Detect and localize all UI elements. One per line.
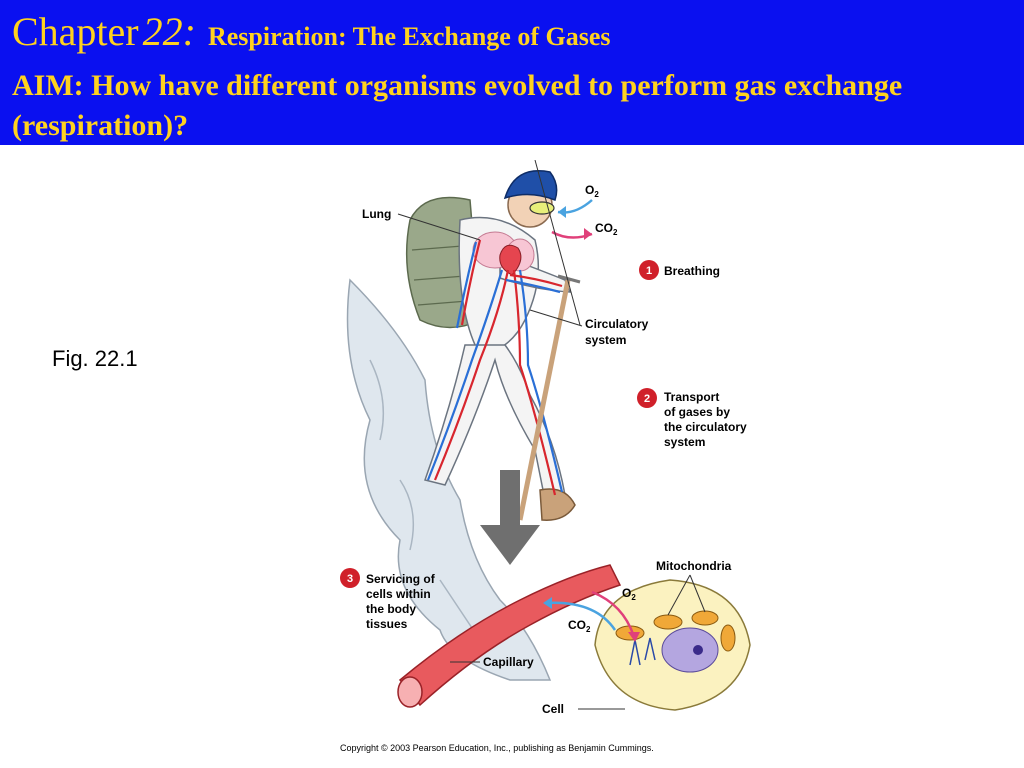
step-3-badge (340, 568, 360, 588)
breathing-label: Breathing (664, 264, 720, 278)
capillary-vessel (398, 564, 622, 707)
rock-cliff (346, 278, 552, 681)
servicing-label-3: the body (366, 602, 416, 616)
co2-top-label: CO2 (595, 221, 618, 237)
cell-nucleus (661, 627, 719, 673)
step-1-badge (639, 260, 659, 280)
step-1-number: 1 (646, 265, 652, 277)
mitochondrion-2 (653, 614, 683, 630)
figure-caption: Fig. 22.1 (52, 346, 138, 371)
step-3-number: 3 (347, 573, 353, 585)
climber-boot (539, 488, 576, 521)
o2-top-label: O2 (585, 183, 599, 199)
servicing-label-1: Servicing of (366, 572, 436, 586)
slide-header: Chapter 22: Respiration: The Exchange of… (0, 0, 1024, 145)
servicing-label-4: tissues (366, 617, 408, 631)
mitochondrion-4 (720, 624, 736, 652)
circulatory-label-2: system (585, 333, 626, 347)
co2-cell-label: CO2 (568, 618, 591, 634)
down-arrow (480, 470, 540, 565)
climber-glasses (529, 201, 555, 215)
co2-cell-arrow (544, 601, 617, 631)
step-2-number: 2 (644, 393, 650, 405)
chapter-subtitle: Respiration: The Exchange of Gases (207, 22, 611, 51)
aim-statement: AIM: How have different organisms evolve… (12, 69, 903, 142)
transport-label-1: Transport (664, 390, 719, 404)
chapter-word: Chapter (12, 9, 139, 54)
slide-title: Chapter 22: Respiration: The Exchange of… (12, 8, 610, 55)
heart-shape (499, 244, 522, 276)
transport-label-3: the circulatory (664, 420, 747, 434)
transport-label-2: of gases by (664, 405, 730, 419)
copyright-notice: Copyright © 2003 Pearson Education, Inc.… (340, 743, 654, 753)
servicing-label-2: cells within (366, 587, 431, 601)
circulatory-label-1: Circulatory (585, 317, 649, 331)
step-2-badge (637, 388, 657, 408)
chapter-number: 22: (142, 9, 196, 54)
mitochondrion-3 (691, 610, 719, 626)
blood-vessels (426, 239, 564, 496)
o2-cell-label: O2 (622, 586, 636, 602)
ice-axe (517, 279, 571, 521)
mitochondria-label: Mitochondria (656, 559, 732, 573)
capillary-label: Capillary (483, 655, 534, 669)
lung-label: Lung (362, 207, 391, 221)
transport-label-4: system (664, 435, 705, 449)
cell-label: Cell (542, 702, 564, 716)
respiration-figure: O2 CO2 Lung 1 Breathing Circulatory syst… (340, 160, 751, 716)
